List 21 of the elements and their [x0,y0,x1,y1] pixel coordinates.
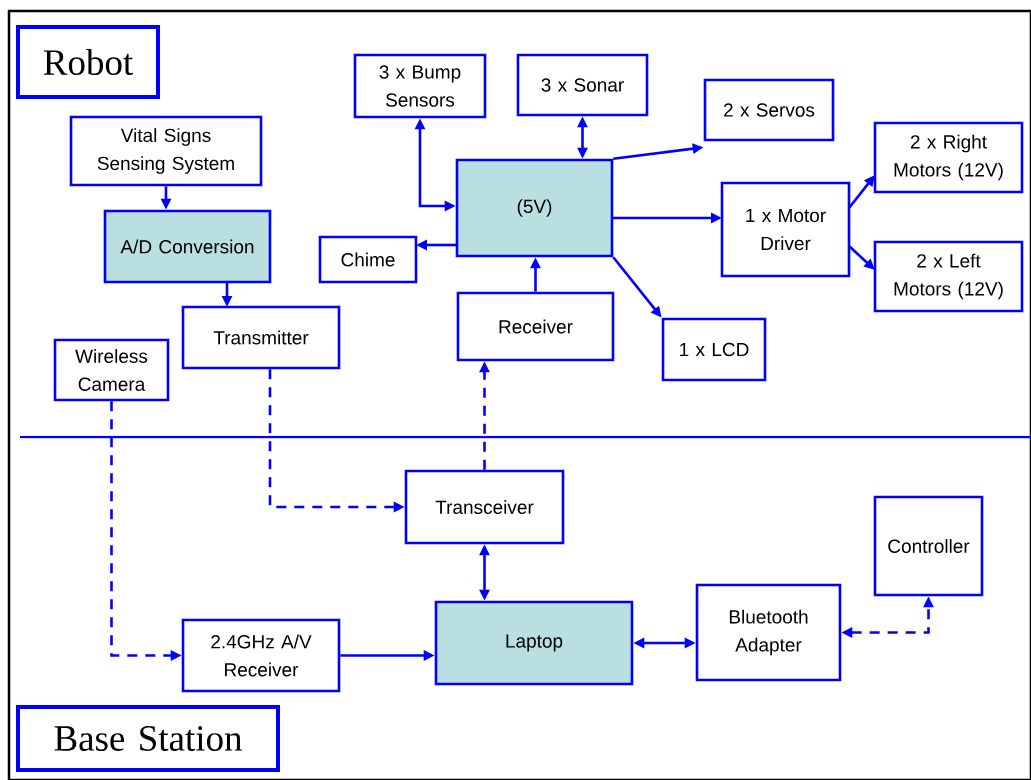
component-box: 3 x Bump Sensors [353,53,487,119]
component-box: Receiver [456,291,615,362]
component-box: 2.4GHz A/V Receiver [181,618,341,693]
component-box: 3 x Sonar [516,53,649,117]
component-box: Vital Signs Sensing System [69,115,263,187]
component-box: Transceiver [404,469,565,545]
component-box: 2 x Left Motors (12V) [873,240,1024,313]
section-label: Base Station [16,705,280,772]
component-box: 2 x Right Motors (12V) [873,121,1024,194]
component-box: 1 x Motor Driver [720,181,851,278]
processor-box: Laptop [434,600,634,686]
component-box: 2 x Servos [703,78,835,142]
section-label: Robot [16,25,160,99]
component-box: Transmitter [181,305,341,370]
component-box: Controller [873,495,984,597]
processor-box: A/D Conversion [103,209,272,284]
component-box: 1 x LCD [661,317,767,382]
component-box: Bluetooth Adapter [695,583,842,682]
component-box: Wireless Camera [53,338,170,402]
component-box: Chime [318,235,418,284]
processor-box: (5V) [455,158,614,258]
